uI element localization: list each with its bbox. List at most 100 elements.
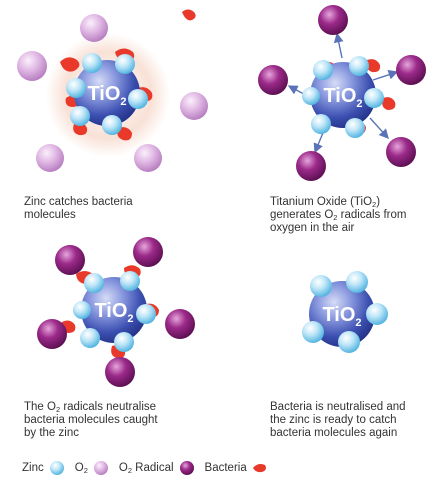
caption-line: by the zinc xyxy=(24,427,79,439)
core-label: TiO2 xyxy=(323,85,362,110)
caption-line: Bacteria is neutralised and xyxy=(270,401,406,413)
panel-radicals-neutralise: TiO2 xyxy=(0,230,225,400)
core-label-sub: 2 xyxy=(127,313,133,325)
zinc-icon xyxy=(73,301,91,319)
panel-zinc-catches: TiO2 xyxy=(0,0,225,190)
caption-sub: 2 xyxy=(55,405,61,414)
legend-label-post: Radical xyxy=(131,462,174,474)
core-label-sub: 2 xyxy=(355,317,361,329)
zinc-icon xyxy=(338,331,360,353)
zinc-icon xyxy=(366,303,388,325)
caption-text: The O xyxy=(24,401,56,413)
caption-line: generates O2 radicals from xyxy=(270,209,445,222)
caption-line: The O2 radicals neutralise xyxy=(24,401,224,414)
legend-label: Bacteria xyxy=(204,462,247,474)
bacteria-icon xyxy=(382,97,396,110)
o2-radical-group xyxy=(258,5,426,181)
core-label-main: TiO xyxy=(322,304,355,326)
panel3-illustration: TiO2 xyxy=(37,237,195,387)
legend-label: O2 Radical xyxy=(119,462,174,474)
caption-line: the zinc is ready to catch xyxy=(270,414,397,426)
zinc-icon xyxy=(115,54,135,74)
tio2-core xyxy=(309,281,375,347)
legend-label-sub: 2 xyxy=(127,466,132,475)
zinc-group xyxy=(73,271,156,352)
caption-line: molecules xyxy=(24,209,76,221)
panel-tio2-generates: TiO2 xyxy=(225,0,445,190)
o2-radical-icon xyxy=(37,319,67,349)
arrow-icon xyxy=(333,32,344,59)
zinc-icon xyxy=(136,304,156,324)
core-label-main: TiO xyxy=(323,85,356,107)
bacteria-icon xyxy=(117,127,132,141)
o2-radical-icon xyxy=(296,151,326,181)
panel-bacteria-neutralised: TiO2 xyxy=(225,230,445,400)
caption-text: radicals neutralise xyxy=(60,401,157,413)
panel1-illustration: TiO2 xyxy=(17,9,208,172)
caption-line: bacteria molecules caught xyxy=(24,414,158,426)
zinc-icon xyxy=(102,115,122,135)
caption-text: radicals from xyxy=(337,209,407,221)
caption-line: bacteria molecules again xyxy=(270,427,398,439)
zinc-icon xyxy=(302,321,324,343)
core-label-main: TiO xyxy=(87,83,120,105)
o2-icon xyxy=(80,14,108,42)
panel4-illustration: TiO2 xyxy=(302,271,388,353)
zinc-icon xyxy=(66,78,86,98)
caption-text: Titanium Oxide (TiO xyxy=(270,196,373,208)
legend: Zinc O2 O2 Radical Bacteria xyxy=(22,458,278,478)
o2-icon xyxy=(134,144,162,172)
zinc-group xyxy=(302,271,388,353)
caption-line: Titanium Oxide (TiO2) xyxy=(270,196,445,209)
zinc-group xyxy=(66,53,148,135)
o2-radical-icon xyxy=(55,245,85,275)
legend-label: Zinc xyxy=(22,462,44,474)
core-label: TiO2 xyxy=(87,83,126,108)
zinc-icon xyxy=(82,53,102,73)
caption-sub: 2 xyxy=(372,200,377,209)
panel2-illustration: TiO2 xyxy=(258,5,426,181)
zinc-group xyxy=(302,56,384,138)
bacteria-icon xyxy=(252,464,266,473)
core-label-sub: 2 xyxy=(120,96,126,108)
o2-icon xyxy=(36,144,64,172)
zinc-icon xyxy=(128,89,148,109)
legend-item-zinc: Zinc xyxy=(22,460,65,476)
o2-icon xyxy=(17,51,47,81)
legend-item-o2-radical: O2 Radical xyxy=(119,460,195,476)
tio2-core xyxy=(81,277,147,343)
o2-radical-icon xyxy=(165,309,195,339)
legend-label-main: O xyxy=(74,462,84,474)
zinc-icon xyxy=(364,88,384,108)
zinc-icon xyxy=(345,118,365,138)
o2-icon xyxy=(93,461,108,475)
bacteria-icon xyxy=(73,122,88,136)
bacteria-icon xyxy=(366,59,381,73)
zinc-icon xyxy=(114,332,134,352)
zinc-icon xyxy=(310,275,332,297)
core-label-sub: 2 xyxy=(356,98,362,110)
caption-panel4: Bacteria is neutralised and the zinc is … xyxy=(270,401,445,440)
arrow-icon xyxy=(369,117,389,140)
o2-radical-icon xyxy=(386,137,416,167)
zinc-icon xyxy=(84,273,104,293)
core-label: TiO2 xyxy=(94,300,133,325)
zinc-icon xyxy=(346,271,368,293)
tio2-core xyxy=(74,60,140,126)
o2-group xyxy=(17,14,208,172)
o2-radical-icon xyxy=(179,461,194,475)
caption-line: oxygen in the air xyxy=(270,222,355,234)
zinc-icon xyxy=(120,271,140,291)
legend-item-o2: O2 xyxy=(75,460,109,476)
caption-panel3: The O2 radicals neutralise bacteria mole… xyxy=(24,401,224,440)
caption-text: ) xyxy=(376,196,381,208)
zinc-icon xyxy=(313,60,333,80)
legend-label-sub: 2 xyxy=(83,466,88,475)
zinc-icon xyxy=(49,461,64,475)
legend-label: O2 xyxy=(75,462,88,474)
caption-text: generates O xyxy=(270,209,334,221)
core-label: TiO2 xyxy=(322,304,361,329)
zinc-icon xyxy=(349,56,369,76)
bacteria-icon xyxy=(182,9,196,21)
caption-line: Zinc catches bacteria xyxy=(24,196,133,208)
